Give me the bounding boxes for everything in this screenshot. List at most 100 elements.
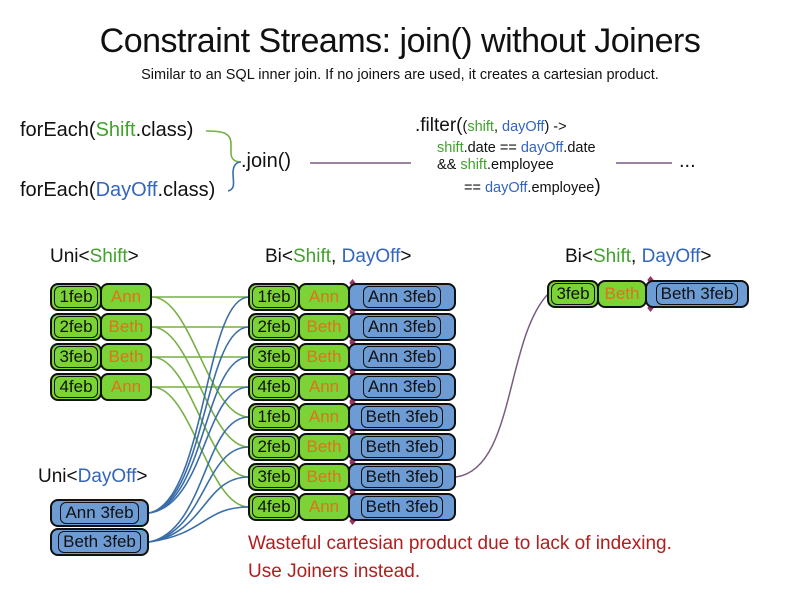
pair-row: 4feb Ann Ann 3feb bbox=[248, 373, 456, 401]
pair-dayoff-value: Beth 3feb bbox=[360, 466, 444, 488]
header-text: > bbox=[400, 246, 412, 267]
header-shift: Shift bbox=[593, 246, 632, 267]
pair-dayoff-cell: Beth 3feb bbox=[348, 433, 456, 461]
pair-shift-date-value: 4feb bbox=[252, 376, 296, 398]
pair-row: 3feb Beth Beth 3feb bbox=[248, 463, 456, 491]
pair-dayoff-value: Ann 3feb bbox=[362, 376, 442, 398]
code-text: .employee bbox=[486, 157, 554, 173]
code-dayoff-arg: dayOff bbox=[484, 180, 528, 196]
pair-shift-date-cell: 4feb bbox=[248, 493, 300, 521]
header-text: > bbox=[127, 246, 139, 267]
code-text: .class) bbox=[157, 179, 216, 201]
code-text: .date bbox=[563, 140, 596, 156]
bi-pair-header: Bi<Shift, DayOff> bbox=[265, 246, 411, 268]
result-row: 3feb Beth Beth 3feb bbox=[547, 280, 749, 308]
dayoff-fact-row: Ann 3feb bbox=[50, 499, 149, 527]
shift-employee-value: Beth bbox=[108, 347, 144, 366]
code-dayoff-arg: dayOff bbox=[520, 140, 564, 156]
pair-shift-date-value: 3feb bbox=[252, 346, 296, 368]
pair-shift-employee-cell: Ann bbox=[298, 283, 350, 311]
pair-shift-employee-cell: Beth bbox=[298, 313, 350, 341]
pair-dayoff-value: Ann 3feb bbox=[362, 346, 442, 368]
result-dayoff-cell: Beth 3feb bbox=[645, 280, 749, 308]
pair-shift-date-value: 1feb bbox=[252, 286, 296, 308]
code-filter-line3: && shift.employee bbox=[437, 157, 554, 173]
code-filter-line4: == dayOff.employee) bbox=[464, 176, 601, 198]
shift-fact-row: 1feb Ann bbox=[50, 283, 152, 311]
code-shift-arg: shift bbox=[460, 157, 487, 173]
pair-shift-date-cell: 4feb bbox=[248, 373, 300, 401]
dayoff-fact-row: Beth 3feb bbox=[50, 528, 149, 556]
code-dayoff-arg: dayOff bbox=[502, 119, 545, 135]
header-shift: Shift bbox=[89, 246, 128, 267]
pair-shift-date-value: 1feb bbox=[252, 406, 296, 428]
pair-shift-employee-value: Ann bbox=[308, 287, 340, 306]
code-text: && bbox=[437, 157, 461, 173]
code-text: ) bbox=[594, 176, 601, 197]
shift-employee-value: Beth bbox=[108, 317, 144, 336]
pair-shift-employee-cell: Ann bbox=[298, 493, 350, 521]
pair-shift-date-cell: 3feb bbox=[248, 343, 300, 371]
header-text: Uni< bbox=[38, 466, 78, 487]
pair-row: 4feb Ann Beth 3feb bbox=[248, 493, 456, 521]
header-text: > bbox=[136, 466, 148, 487]
code-shift-class: Shift bbox=[95, 119, 136, 141]
dayoff-value: Ann 3feb bbox=[60, 502, 139, 524]
bi-result-header: Bi<Shift, DayOff> bbox=[565, 246, 711, 268]
pair-shift-employee-cell: Ann bbox=[298, 403, 350, 431]
shift-employee-cell: Ann bbox=[100, 283, 152, 311]
code-text: .employee bbox=[527, 180, 595, 196]
shift-date-cell: 2feb bbox=[50, 313, 102, 341]
pair-shift-employee-cell: Beth bbox=[298, 433, 350, 461]
shift-date-cell: 4feb bbox=[50, 373, 102, 401]
code-foreach-dayoff: forEach(DayOff.class) bbox=[20, 179, 215, 202]
pair-dayoff-value: Ann 3feb bbox=[362, 316, 442, 338]
shift-employee-value: Ann bbox=[110, 287, 142, 306]
shift-date-cell: 3feb bbox=[50, 343, 102, 371]
code-text: ( bbox=[462, 119, 468, 135]
slide-title: Constraint Streams: join() without Joine… bbox=[99, 22, 701, 60]
shift-to-pair-lines bbox=[151, 296, 250, 508]
header-text: , bbox=[631, 246, 642, 267]
dayoff-cell: Ann 3feb bbox=[50, 499, 149, 527]
pair-shift-employee-cell: Beth bbox=[298, 343, 350, 371]
result-shift-employee-value: Beth bbox=[604, 284, 640, 303]
pair-dayoff-cell: Ann 3feb bbox=[348, 283, 456, 311]
dayoff-to-pair-lines bbox=[148, 296, 250, 543]
header-shift: Shift bbox=[293, 246, 332, 267]
shift-date-value: 4feb bbox=[54, 376, 98, 398]
pair-shift-employee-value: Ann bbox=[308, 377, 340, 396]
code-text: == bbox=[464, 180, 485, 196]
header-text: Bi< bbox=[565, 246, 593, 267]
shift-employee-cell: Beth bbox=[100, 343, 152, 371]
pair-shift-employee-value: Beth bbox=[306, 467, 342, 486]
code-text: ) -> bbox=[544, 119, 567, 135]
pair-row: 3feb Beth Ann 3feb bbox=[248, 343, 456, 371]
shift-fact-row: 3feb Beth bbox=[50, 343, 152, 371]
uni-shift-header: Uni<Shift> bbox=[50, 246, 139, 268]
code-foreach-shift: forEach(Shift.class) bbox=[20, 119, 193, 142]
shift-fact-row: 2feb Beth bbox=[50, 313, 152, 341]
code-filter-line1: .filter((shift, dayOff) -> bbox=[415, 115, 567, 137]
pair-dayoff-cell: Beth 3feb bbox=[348, 493, 456, 521]
code-text: forEach( bbox=[20, 119, 96, 141]
header-dayoff: DayOff bbox=[77, 466, 137, 487]
pair-dayoff-value: Beth 3feb bbox=[360, 406, 444, 428]
shift-employee-cell: Ann bbox=[100, 373, 152, 401]
result-shift-employee-cell: Beth bbox=[597, 280, 647, 308]
code-text: .date == bbox=[463, 140, 521, 156]
shift-date-value: 2feb bbox=[54, 316, 98, 338]
code-shift-arg: shift bbox=[437, 140, 464, 156]
code-dayoff-class: DayOff bbox=[95, 179, 158, 201]
shift-fact-row: 4feb Ann bbox=[50, 373, 152, 401]
pair-shift-date-cell: 2feb bbox=[248, 313, 300, 341]
pair-dayoff-value: Ann 3feb bbox=[362, 286, 442, 308]
pair-dayoff-cell: Ann 3feb bbox=[348, 343, 456, 371]
pair-row: 1feb Ann Ann 3feb bbox=[248, 283, 456, 311]
flow-connector-lines bbox=[310, 162, 672, 478]
shift-date-value: 3feb bbox=[54, 346, 98, 368]
shift-employee-value: Ann bbox=[110, 377, 142, 396]
dayoff-value: Beth 3feb bbox=[58, 531, 141, 553]
pair-shift-employee-value: Beth bbox=[306, 317, 342, 336]
